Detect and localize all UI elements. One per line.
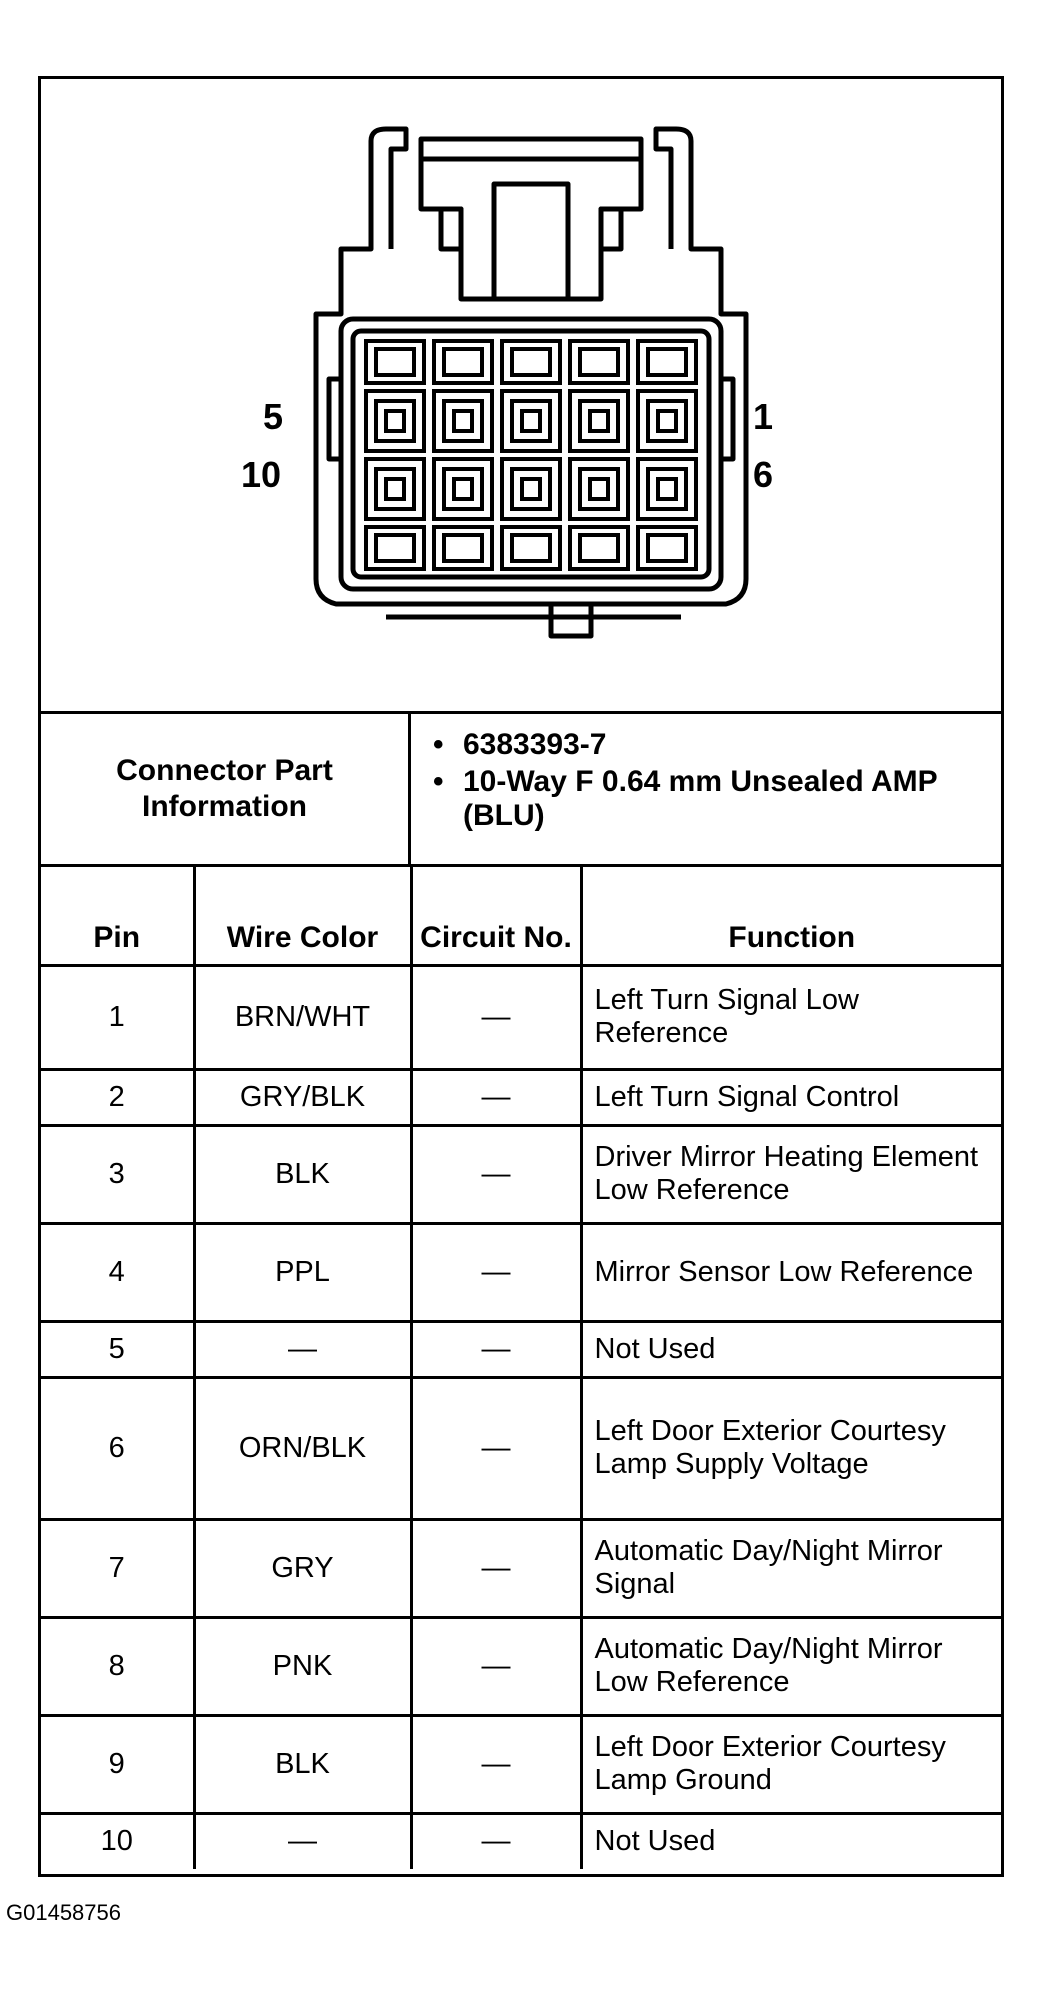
- pin-label-10: 10: [241, 454, 282, 495]
- function-cell: Automatic Day/Night Mirror Low Reference: [579, 1615, 1001, 1717]
- header-wire-color: Wire Color: [192, 867, 413, 967]
- header-circuit-no: Circuit No.: [409, 867, 583, 967]
- pin-label-1: 1: [753, 396, 774, 437]
- wire-color-cell: ORN/BLK: [192, 1375, 413, 1521]
- wire-color-cell: BLK: [192, 1713, 413, 1815]
- pin-cell: 5: [41, 1319, 196, 1379]
- wire-color-cell: BRN/WHT: [192, 963, 413, 1071]
- function-cell: Left Turn Signal Low Reference: [579, 963, 1001, 1071]
- wire-color-cell: PPL: [192, 1221, 413, 1323]
- wire-color-cell: —: [192, 1319, 413, 1379]
- figure-id: G01458756: [6, 1900, 121, 1925]
- circuit-cell: —: [409, 1517, 583, 1619]
- terminal-cavity-column: [636, 339, 698, 571]
- circuit-cell: —: [409, 1319, 583, 1379]
- pin-cell: 10: [41, 1811, 196, 1869]
- pin-label-6: 6: [753, 454, 774, 495]
- terminal-cavity-column: [432, 339, 494, 571]
- connector-description: 10-Way F 0.64 mm Unsealed AMP (BLU): [431, 765, 991, 834]
- pin-cell: 6: [41, 1375, 196, 1521]
- pin-cell: 4: [41, 1221, 196, 1323]
- header-function: Function: [579, 867, 1001, 967]
- function-cell: Left Door Exterior Courtesy Lamp Supply …: [579, 1375, 1001, 1521]
- function-cell: Not Used: [579, 1811, 1001, 1869]
- connector-diagram: 5 10 1 6: [41, 79, 1001, 714]
- pin-cell: 2: [41, 1067, 196, 1127]
- table-row: 5——Not Used: [41, 1319, 1001, 1379]
- connector-face-drawing: [313, 126, 749, 639]
- pin-cell: 3: [41, 1123, 196, 1225]
- pin-label-5: 5: [263, 396, 284, 437]
- connector-info-list: 6383393-7 10-Way F 0.64 mm Unsealed AMP …: [431, 728, 991, 836]
- pin-cell: 8: [41, 1615, 196, 1717]
- function-cell: Automatic Day/Night Mirror Signal: [579, 1517, 1001, 1619]
- function-cell: Mirror Sensor Low Reference: [579, 1221, 1001, 1323]
- circuit-cell: —: [409, 1221, 583, 1323]
- connector-info-row: Connector Part Information 6383393-7 10-…: [41, 714, 1001, 867]
- function-cell: Left Door Exterior Courtesy Lamp Ground: [579, 1713, 1001, 1815]
- terminal-cavity-column: [364, 339, 426, 571]
- wire-color-cell: —: [192, 1811, 413, 1869]
- terminal-cavity-column: [500, 339, 562, 571]
- wire-color-cell: GRY: [192, 1517, 413, 1619]
- terminal-cavity-column: [568, 339, 630, 571]
- part-number: 6383393-7: [431, 728, 991, 763]
- pin-cell: 1: [41, 963, 196, 1071]
- table-row: 10——Not Used: [41, 1811, 1001, 1869]
- pin-cell: 7: [41, 1517, 196, 1619]
- function-cell: Driver Mirror Heating Element Low Refere…: [579, 1123, 1001, 1225]
- circuit-cell: —: [409, 1375, 583, 1521]
- circuit-cell: —: [409, 1615, 583, 1717]
- circuit-cell: —: [409, 1811, 583, 1869]
- header-pin: Pin: [41, 867, 196, 967]
- wire-color-cell: BLK: [192, 1123, 413, 1225]
- pin-cell: 9: [41, 1713, 196, 1815]
- function-cell: Not Used: [579, 1319, 1001, 1379]
- wire-color-cell: GRY/BLK: [192, 1067, 413, 1127]
- connector-info-title: Connector Part Information: [41, 714, 411, 864]
- connector-sheet: 5 10 1 6 Connector Part Information 6383…: [38, 76, 1004, 1877]
- wire-color-cell: PNK: [192, 1615, 413, 1717]
- circuit-cell: —: [409, 963, 583, 1071]
- circuit-cell: —: [409, 1123, 583, 1225]
- circuit-cell: —: [409, 1713, 583, 1815]
- function-cell: Left Turn Signal Control: [579, 1067, 1001, 1127]
- circuit-cell: —: [409, 1067, 583, 1127]
